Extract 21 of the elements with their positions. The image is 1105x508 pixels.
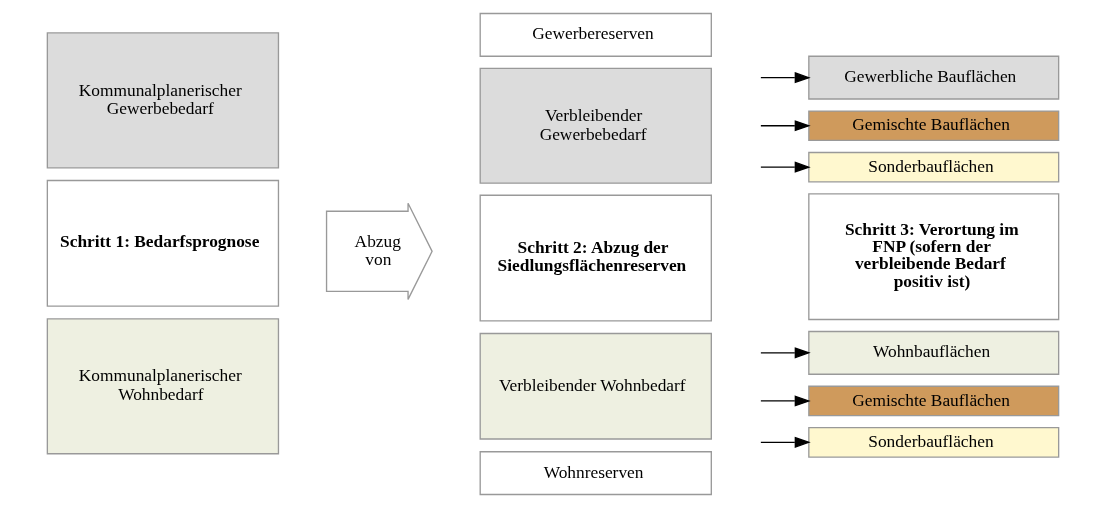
node-box: Verbleibender Wohnbedarf [479,332,712,440]
arrow [759,72,811,84]
arrow [759,161,811,173]
arrow [759,436,811,448]
node-box: Schritt 1: Bedarfsprognose [46,179,279,307]
node-box: Kommunalplanerischer Gewerbebedarf [46,32,279,169]
node-box: Wohnreserven [479,451,712,496]
arrow [759,120,811,132]
arrow [759,347,811,359]
node-box: Gewerbliche Bauflächen [807,55,1059,100]
node-box: Schritt 2: Abzug der Siedlungsflächenreserven [479,194,712,322]
node-box: Schritt 3: Verortung im FNP (sofern der verbleibende Bedarf positiv ist) [807,193,1059,321]
node-box: Gewerbereserven [479,12,712,57]
node-box: Gemischte Bauflächen [807,110,1059,142]
node-box: Kommunalplanerischer Wohnbedarf [46,318,279,455]
node-box: Sonderbauflächen [807,427,1059,458]
node-box: Sonderbauflächen [807,151,1059,183]
node-box: Gemischte Bauflächen [807,385,1059,417]
node-box: Wohnbauflächen [807,330,1059,375]
arrow [759,395,811,407]
node-box: Verbleibender Gewerbebedarf [479,67,712,184]
